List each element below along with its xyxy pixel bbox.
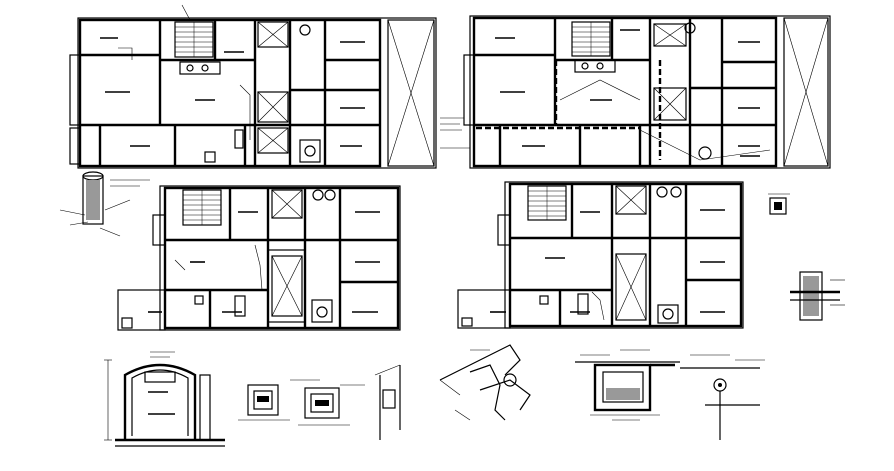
column-detail xyxy=(59,171,150,237)
floor-plan-top-left xyxy=(69,4,437,169)
floor-plan-mid-left xyxy=(117,185,401,331)
floor-plan-mid-right xyxy=(457,181,744,329)
floor-plan-top-right xyxy=(440,15,831,169)
pit-section-detail xyxy=(575,349,680,421)
wall-section-detail xyxy=(790,271,845,321)
pipe-riser-detail xyxy=(374,364,401,440)
manhole-detail xyxy=(680,354,765,440)
tank-section-detail xyxy=(104,351,225,447)
legend-symbol xyxy=(768,193,790,215)
pipe-isometric xyxy=(439,344,531,421)
sump-details xyxy=(238,379,365,426)
